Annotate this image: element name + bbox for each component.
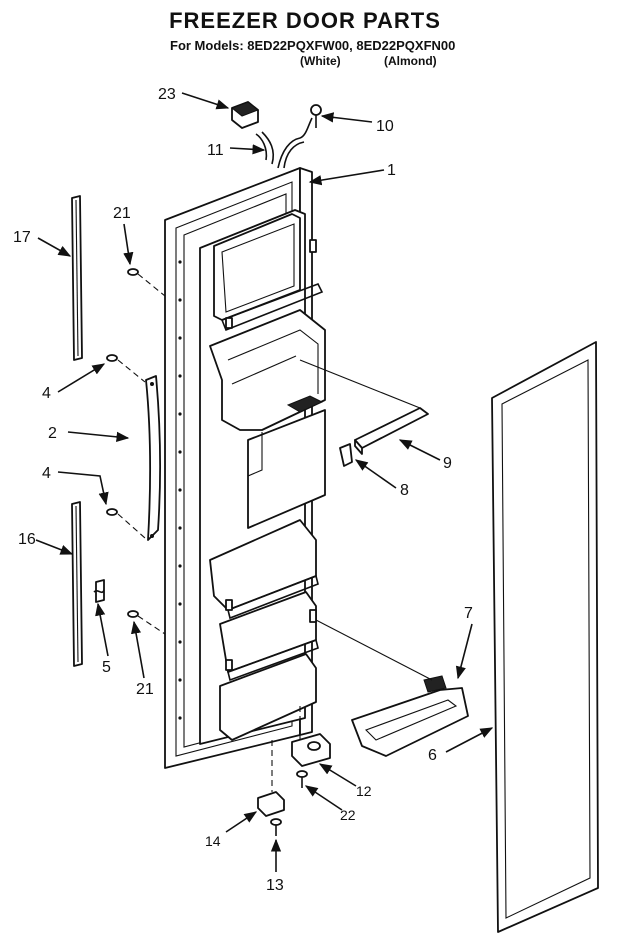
hinge-screw (296, 770, 308, 788)
variant-almond-label: (Almond) (384, 54, 437, 68)
door-gasket (491, 341, 599, 933)
callout-10: 10 (376, 118, 394, 135)
callout-12: 12 (356, 783, 372, 799)
door-liner (164, 167, 326, 769)
callout-7: 7 (464, 605, 473, 622)
callout-16: 16 (18, 531, 36, 548)
callout-23: 23 (158, 86, 176, 103)
callout-5: 5 (102, 659, 111, 676)
trim-strip-upper (71, 195, 83, 361)
model-numbers: For Models: 8ED22PQXFW00, 8ED22PQXFN00 (170, 38, 456, 53)
callout-21-lower: 21 (136, 681, 154, 698)
door-bin (351, 675, 469, 757)
screws (106, 268, 139, 618)
callout-labels: 23 10 11 1 17 21 4 2 4 9 8 16 7 5 21 6 1… (13, 86, 473, 894)
callout-13: 13 (266, 877, 284, 894)
wiring-harness (255, 117, 313, 169)
callout-14: 14 (205, 833, 221, 849)
variant-white-label: (White) (300, 54, 341, 68)
diagram-title: FREEZER DOOR PARTS (169, 8, 441, 33)
hinge-clip (93, 579, 105, 603)
callout-9: 9 (443, 455, 452, 472)
dispenser-clip (339, 443, 353, 467)
screw-holes (178, 260, 182, 720)
callout-8: 8 (400, 482, 409, 499)
hinge-cam (291, 733, 331, 767)
trim-strip-lower (71, 501, 83, 667)
callout-4-upper: 4 (42, 385, 51, 402)
callout-4-lower: 4 (42, 465, 51, 482)
callout-2: 2 (48, 425, 57, 442)
dispenser-trim (354, 407, 429, 455)
ground-screw (310, 104, 322, 128)
leader-arrows (35, 92, 494, 872)
callout-6: 6 (428, 747, 437, 764)
assembly-lines (117, 273, 433, 792)
callout-21-upper: 21 (113, 205, 131, 222)
callout-1: 1 (387, 162, 396, 179)
callout-17: 17 (13, 229, 31, 246)
bracket-screw (270, 818, 282, 836)
callout-11: 11 (207, 142, 224, 159)
callout-22: 22 (340, 807, 356, 823)
bottom-bracket (257, 791, 285, 817)
door-handle (145, 375, 162, 541)
harness-connector (231, 101, 259, 129)
